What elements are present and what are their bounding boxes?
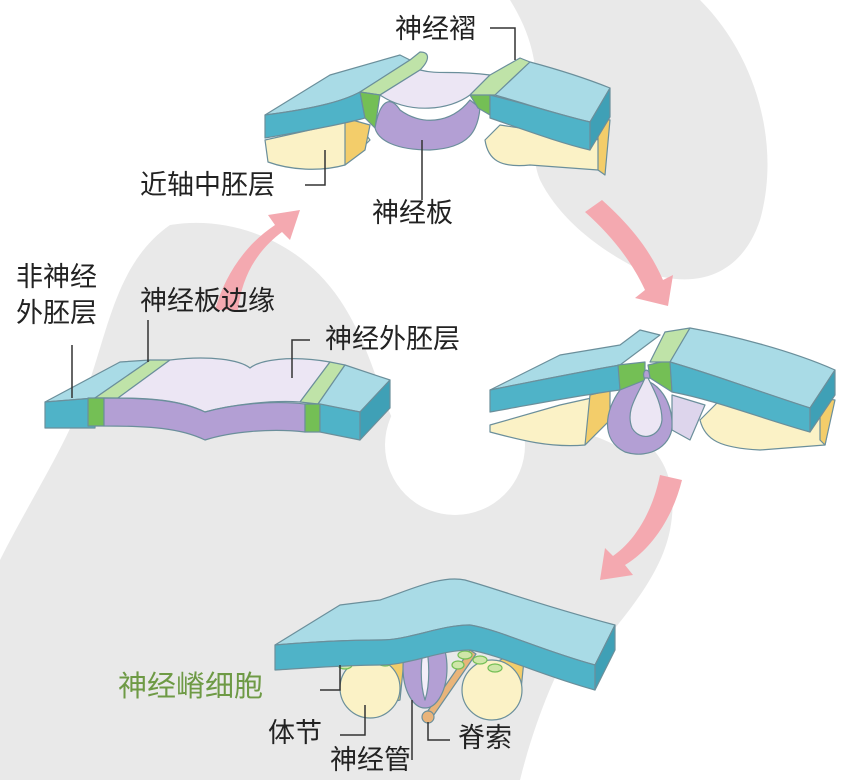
stage1-side-ectoderm-left: [44, 397, 96, 429]
label-non-neural-ectoderm-line1: 非神经: [16, 262, 97, 293]
arrow-stage2-to-stage3: [585, 200, 673, 306]
label-paraxial-mesoderm: 近轴中胚层: [140, 170, 275, 201]
background-blob-mid-right: [560, 430, 673, 660]
stage-4-neural-tube: [274, 578, 616, 724]
leader-neural-ectoderm: [291, 339, 310, 378]
label-non-neural-ectoderm-line2: 外胚层: [16, 298, 97, 329]
stage4-notochord-end: [421, 710, 435, 724]
stage4-somite-right: [461, 659, 523, 721]
stage-3-closing-groove: [489, 327, 836, 455]
label-notochord: 脊索: [458, 723, 512, 754]
stage1-end-face: [359, 379, 391, 441]
stage3-tube-extension: [671, 394, 706, 441]
label-neural-plate-border: 神经板边缘: [140, 286, 275, 317]
leader-neural-fold: [490, 27, 516, 60]
stage1-side-border-left: [87, 397, 105, 427]
stage3-end-face-right: [809, 369, 836, 433]
leader-somite: [340, 705, 366, 736]
leader-lines: [71, 27, 516, 760]
stage3-tube-lumen: [629, 377, 663, 437]
leader-neural-crest: [320, 665, 341, 691]
leader-paraxial-mesoderm: [305, 150, 326, 186]
stage-1-neural-plate: [44, 357, 391, 441]
background-blob-top-right: [510, 0, 768, 280]
stage-2-neural-folds: [264, 51, 611, 176]
label-neural-plate: 神经板: [372, 198, 453, 229]
label-neural-crest-cells: 神经嵴细胞: [118, 669, 264, 703]
label-neural-tube: 神经管: [330, 745, 411, 776]
stage2-end-face-right: [589, 87, 611, 151]
arrow-stage1-to-stage2: [215, 210, 300, 310]
label-neural-fold: 神经褶: [395, 14, 476, 45]
arrow-stage3-to-stage4: [600, 475, 682, 580]
stage4-ectoderm-end: [594, 624, 616, 691]
leader-notochord: [427, 722, 450, 741]
label-neural-ectoderm: 神经外胚层: [325, 324, 460, 355]
label-somite: 体节: [268, 718, 322, 749]
stage2-mesoderm-left-side: [344, 117, 371, 166]
stage1-side-border-right: [304, 403, 321, 433]
